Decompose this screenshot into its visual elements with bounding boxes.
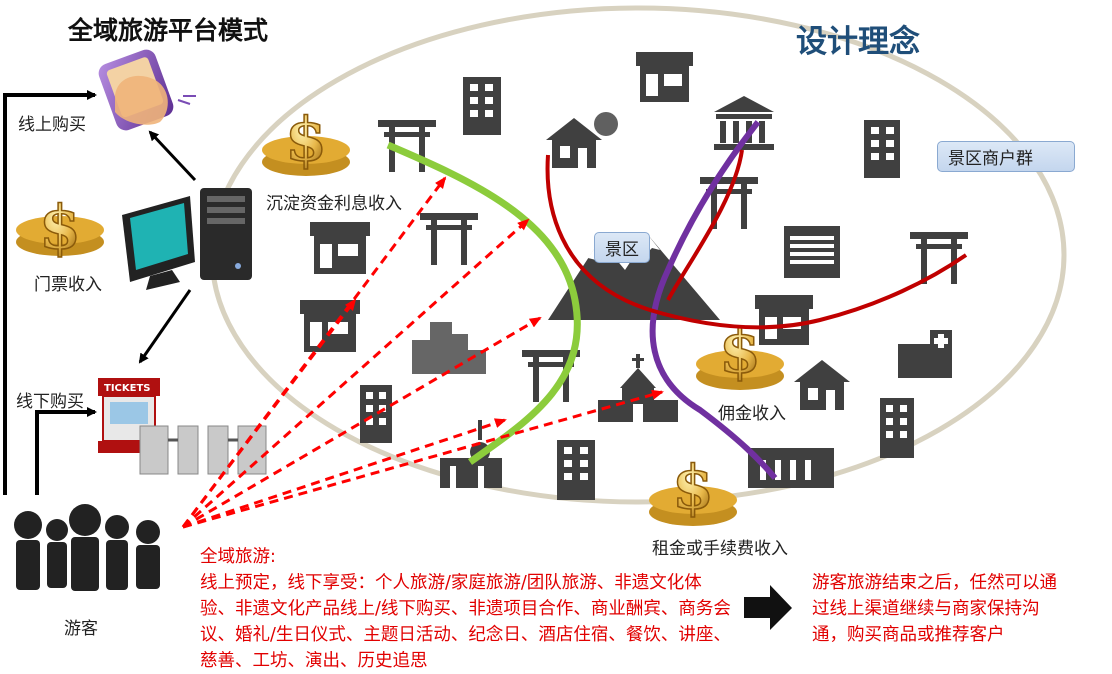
palace-icon: [748, 448, 834, 488]
shop-icon: [755, 295, 813, 345]
bottom-body: 线上预定，线下享受：个人旅游/家庭旅游/团队旅游、非遗文化体验、非遗文化产品线上…: [200, 573, 731, 671]
dashed-arrow: [182, 316, 542, 529]
offline-flow-line: [35, 407, 97, 495]
ticket-income-label: 门票收入: [34, 275, 102, 295]
dashed-arrow: [182, 389, 664, 529]
coin-icon-interest: $: [262, 104, 350, 176]
svg-text:$: $: [39, 193, 81, 263]
office-building-icon: [360, 385, 392, 443]
church-icon: [598, 354, 678, 422]
dashed-arrow: [182, 218, 530, 529]
hospital-icon: [898, 330, 952, 378]
coin-icon-rent: $: [649, 452, 737, 526]
online-buy-label: 线上购买: [18, 115, 86, 135]
green-route-path: [386, 141, 581, 465]
page-title: 全域旅游平台模式: [68, 16, 269, 45]
interest-income-label: 沉淀资金利息收入: [266, 194, 402, 214]
office-building-icon: [557, 440, 595, 500]
after-travel-text: 游客旅游结束之后，任然可以通过线上渠道继续与商家保持沟通，购买商品或推荐客户: [812, 573, 1057, 645]
tourists-icon: [14, 504, 160, 591]
office-building-icon: [463, 77, 501, 135]
online-flow-line: [3, 90, 97, 495]
big-right-arrow: [744, 585, 792, 630]
design-concept-title: 设计理念: [796, 24, 920, 60]
phone-hand-icon: [98, 49, 196, 131]
ticket-booth-icon: TICKETS: [98, 378, 267, 475]
bottom-heading: 全域旅游:: [200, 547, 276, 567]
shop-icon: [310, 222, 370, 274]
office-building-icon: [864, 120, 900, 178]
tourist-label: 游客: [64, 619, 98, 639]
ticket-sign: TICKETS: [104, 383, 150, 394]
gate-icon: [700, 177, 758, 229]
house-icon: [794, 360, 850, 410]
shop-icon: [300, 300, 360, 352]
coin-icon-ticket: $: [16, 192, 104, 264]
offline-buy-label: 线下购买: [16, 392, 84, 412]
scenic-spot-tag: 景区: [594, 232, 650, 263]
office-building-icon: [880, 398, 914, 458]
city-icon: [412, 322, 486, 374]
shop-icon: [636, 52, 693, 102]
red-route-path: [545, 154, 968, 330]
arrow-computer-to-ticketbooth: [138, 289, 192, 364]
merchant-group-tag: 景区商户群: [937, 141, 1075, 172]
arrow-computer-to-phone: [148, 130, 197, 182]
computer-icon: [122, 188, 252, 290]
dashed-arrow: [181, 298, 357, 528]
purple-route-path: [649, 120, 778, 480]
rent-income-label: 租金或手续费收入: [652, 539, 788, 559]
red-route-path: [666, 149, 744, 301]
dashed-arrow: [182, 418, 507, 529]
svg-text:$: $: [285, 105, 327, 175]
svg-text:$: $: [672, 453, 714, 523]
house-icon: [546, 112, 618, 168]
gate-icon: [522, 350, 580, 402]
warehouse-icon: [784, 226, 840, 278]
commission-income-label: 佣金收入: [718, 404, 786, 424]
gate-icon: [420, 213, 478, 265]
